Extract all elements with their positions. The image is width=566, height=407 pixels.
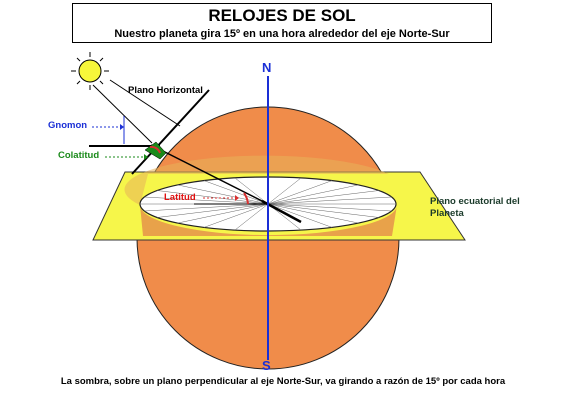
hour-line <box>267 203 359 224</box>
latitud-angle-mark <box>243 192 249 205</box>
horizontal-plane-line <box>131 89 210 175</box>
sun-ray <box>92 84 153 144</box>
page-title: RELOJES DE SOL <box>208 6 356 25</box>
hour-line <box>267 190 379 205</box>
hour-line <box>144 203 269 212</box>
north-label: N <box>262 60 272 75</box>
hour-line <box>267 184 359 205</box>
gnomon-line <box>150 144 269 205</box>
planet-upper-band <box>124 155 389 205</box>
hour-line <box>267 203 379 218</box>
hour-line <box>157 203 269 218</box>
hour-line <box>177 184 269 205</box>
hour-line <box>267 196 392 205</box>
latitud-pointer-head <box>235 195 239 201</box>
page-subtitle: Nuestro planeta gira 15º en una hora alr… <box>114 28 450 40</box>
horizontal-plane-pointer <box>109 79 181 127</box>
colatitud-pointer-head <box>144 154 148 160</box>
south-label: S <box>262 358 271 373</box>
gnomon-pointer-head <box>120 124 124 130</box>
hour-line <box>157 190 269 205</box>
planet-lower-band <box>140 205 397 236</box>
hour-line <box>203 180 269 205</box>
plano-horizontal-label: Plano Horizontal <box>128 85 203 96</box>
hour-line <box>267 180 333 205</box>
hour-line <box>267 177 302 205</box>
gnomon-label: Gnomon <box>48 120 88 131</box>
colatitud-label: Colatitud <box>58 150 100 161</box>
sun-icon <box>71 52 109 90</box>
hour-line <box>267 203 392 212</box>
plano-ecuatorial-label-line2: Planeta <box>430 208 464 219</box>
hour-line <box>234 177 269 205</box>
title-box: RELOJES DE SOL Nuestro planeta gira 15º … <box>72 3 492 43</box>
latitud-label: Latitud <box>164 192 196 203</box>
hour-line <box>267 203 333 228</box>
caption: La sombra, sobre un plano perpendicular … <box>60 376 506 387</box>
hour-line <box>234 203 269 231</box>
colatitud-angle-mark <box>144 141 167 160</box>
hour-line <box>203 203 269 228</box>
plano-ecuatorial-label-line1: Plano ecuatorial del <box>430 196 520 207</box>
hour-line <box>177 203 269 224</box>
